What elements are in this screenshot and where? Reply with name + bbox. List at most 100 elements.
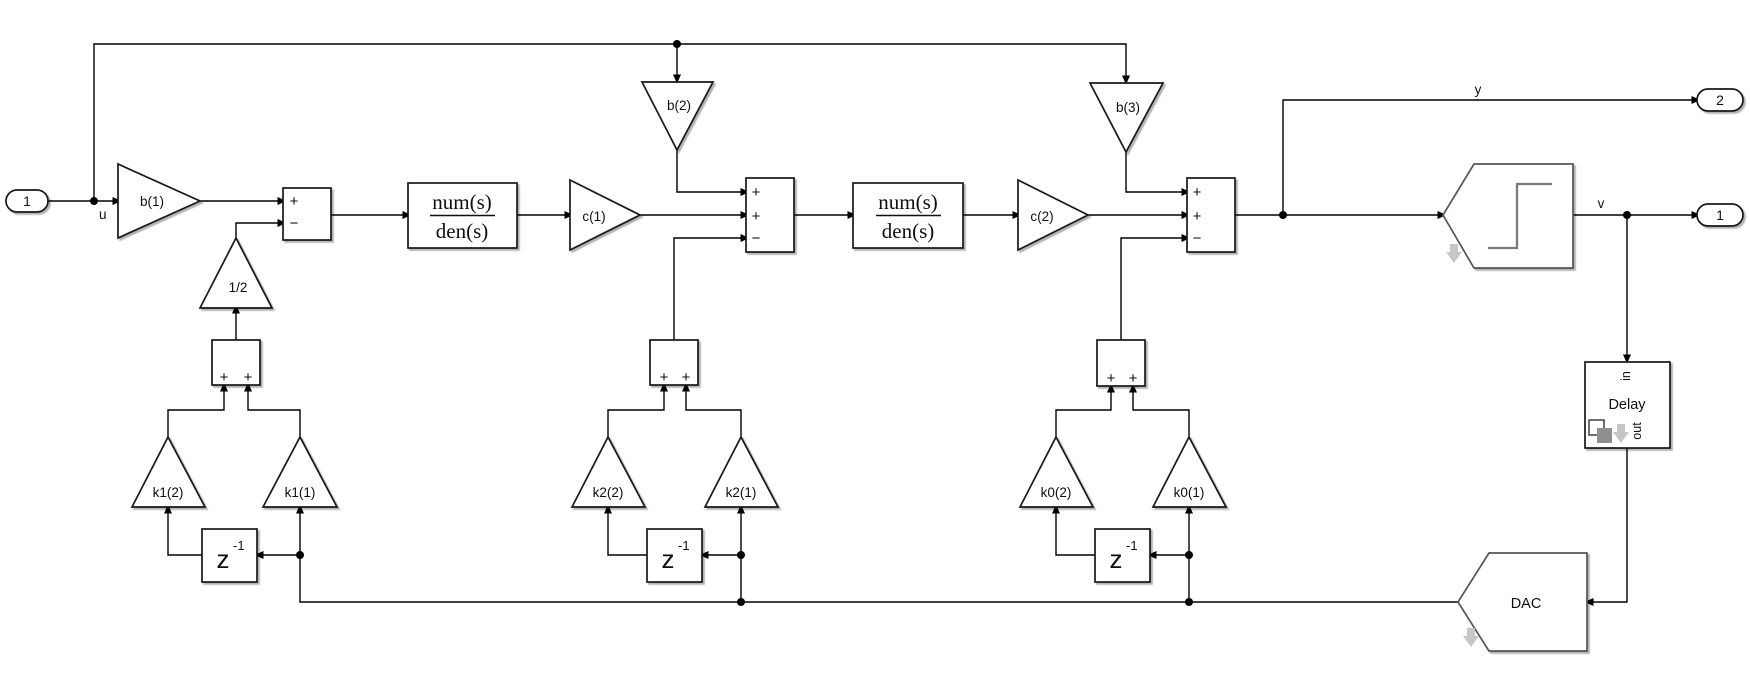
gain-k1-1[interactable]: k1(1) bbox=[261, 435, 339, 508]
transfer-fcn-2-num: num(s) bbox=[878, 190, 938, 214]
wire-delay-to-dac[interactable] bbox=[1584, 448, 1628, 606]
feedback-sum-2-plus2: + bbox=[682, 369, 691, 386]
feedback-sum-1[interactable]: + + bbox=[211, 339, 261, 386]
wire-b2-to-sum2-plus[interactable] bbox=[676, 150, 750, 196]
delay-out-port-label: out bbox=[1630, 422, 1644, 440]
gain-b3-label: b(3) bbox=[1116, 100, 1140, 115]
wire-z1-to-k12[interactable] bbox=[164, 504, 202, 556]
gain-half-label: 1/2 bbox=[229, 280, 248, 295]
sum-3[interactable]: + + − bbox=[1186, 177, 1236, 253]
wire-dac-feedback-bus[interactable] bbox=[296, 504, 1458, 603]
wire-k11-to-fsum1[interactable] bbox=[244, 382, 301, 437]
unit-delay-2-sup: -1 bbox=[678, 538, 690, 553]
sum-1[interactable]: + − bbox=[282, 187, 332, 241]
gain-b2[interactable]: b(2) bbox=[640, 81, 715, 152]
transfer-fcn-2[interactable]: num(s) den(s) bbox=[852, 182, 964, 249]
output-port-1-label: 1 bbox=[1716, 207, 1724, 223]
wire-k22-to-fsum2[interactable] bbox=[607, 382, 668, 437]
gain-c1[interactable]: c(1) bbox=[569, 178, 642, 252]
branch-dot-top bbox=[673, 40, 681, 48]
wire-y-branch-to-out2[interactable] bbox=[1282, 96, 1701, 215]
wire-u-feedforward-to-b3[interactable] bbox=[93, 43, 1130, 201]
unit-delay-1-sup: -1 bbox=[233, 538, 245, 553]
signal-label-v: v bbox=[1598, 196, 1605, 211]
sum-2[interactable]: + + − bbox=[745, 177, 795, 253]
branch-dot-y bbox=[1279, 211, 1287, 219]
feedback-sum-2-plus1: + bbox=[660, 369, 669, 386]
gain-k2-1[interactable]: k2(1) bbox=[703, 435, 780, 508]
sum-1-plus: + bbox=[290, 193, 299, 210]
feedback-sum-3[interactable]: + + bbox=[1096, 339, 1146, 387]
sum-3-plus2: + bbox=[1193, 208, 1202, 225]
unit-delay-1[interactable]: z -1 bbox=[201, 528, 258, 583]
output-port-2[interactable]: 2 bbox=[1696, 88, 1744, 112]
signal-label-u: u bbox=[99, 207, 107, 222]
overlap-squares-fill-icon bbox=[1597, 428, 1612, 443]
unit-delay-2[interactable]: z -1 bbox=[646, 528, 703, 583]
transfer-fcn-1-num: num(s) bbox=[432, 190, 492, 214]
sum-1-minus: − bbox=[290, 215, 299, 232]
gain-k0-1[interactable]: k0(1) bbox=[1151, 435, 1228, 508]
branch-dot-z3 bbox=[1185, 551, 1193, 559]
gain-half[interactable]: 1/2 bbox=[198, 236, 274, 309]
gain-k0-1-label: k0(1) bbox=[1174, 485, 1205, 500]
sum-3-minus: − bbox=[1193, 230, 1202, 247]
wires bbox=[48, 43, 1701, 606]
wire-fsum3-to-sum3-minus[interactable] bbox=[1120, 234, 1191, 340]
gain-k0-2-label: k0(2) bbox=[1041, 485, 1072, 500]
branch-dot-v bbox=[1623, 211, 1631, 219]
sum-2-plus2: + bbox=[752, 208, 761, 225]
unit-delay-3[interactable]: z -1 bbox=[1094, 528, 1151, 583]
wire-half-to-sum1-minus[interactable] bbox=[235, 219, 287, 238]
branch-dot-bus-3 bbox=[1185, 598, 1193, 606]
wire-fsum2-to-sum2-minus[interactable] bbox=[673, 234, 750, 340]
down-arrow-badge-icon bbox=[1613, 424, 1629, 443]
feedback-sum-1-plus2: + bbox=[244, 369, 253, 386]
down-arrow-badge-icon bbox=[1446, 244, 1462, 263]
input-port-1-label: 1 bbox=[23, 193, 31, 209]
gain-k1-1-label: k1(1) bbox=[285, 485, 316, 500]
wire-k01-to-fsum3[interactable] bbox=[1129, 383, 1190, 437]
gain-k2-2[interactable]: k2(2) bbox=[570, 435, 647, 508]
wire-k21-to-fsum2[interactable] bbox=[682, 382, 742, 437]
gain-k1-2-label: k1(2) bbox=[153, 485, 184, 500]
delay-in-port-label: in bbox=[1619, 371, 1633, 381]
dac-block[interactable]: DAC bbox=[1456, 552, 1588, 652]
branch-dot-bus-2 bbox=[737, 598, 745, 606]
sum-2-minus: − bbox=[752, 230, 761, 247]
gain-k0-2[interactable]: k0(2) bbox=[1018, 435, 1095, 508]
unit-delay-3-sup: -1 bbox=[1126, 538, 1138, 553]
quantizer-block[interactable] bbox=[1442, 163, 1574, 269]
signal-label-y: y bbox=[1475, 82, 1482, 97]
gain-c1-label: c(1) bbox=[582, 209, 605, 224]
gain-b3[interactable]: b(3) bbox=[1088, 82, 1165, 154]
gain-b1[interactable]: b(1) bbox=[117, 162, 203, 240]
transfer-fcn-1-den: den(s) bbox=[436, 219, 488, 243]
dac-label: DAC bbox=[1511, 596, 1542, 612]
delay-block[interactable]: in Delay out bbox=[1584, 361, 1671, 449]
branch-dots bbox=[90, 40, 1631, 606]
gain-c2-label: c(2) bbox=[1030, 209, 1053, 224]
wire-z3-to-k02[interactable] bbox=[1052, 504, 1095, 556]
output-port-2-label: 2 bbox=[1716, 92, 1724, 108]
wire-k12-to-fsum1[interactable] bbox=[167, 382, 228, 437]
wire-b3-to-sum3-plus[interactable] bbox=[1125, 152, 1191, 196]
wire-k02-to-fsum3[interactable] bbox=[1055, 383, 1115, 437]
feedback-sum-2[interactable]: + + bbox=[649, 339, 699, 386]
branch-dot-z2 bbox=[737, 551, 745, 559]
gain-k2-1-label: k2(1) bbox=[726, 485, 757, 500]
input-port-1[interactable]: 1 bbox=[5, 189, 49, 213]
transfer-fcn-1[interactable]: num(s) den(s) bbox=[407, 182, 518, 249]
wire-z2-to-k22[interactable] bbox=[604, 504, 647, 556]
unit-delay-2-base: z bbox=[662, 544, 675, 574]
gain-k1-2[interactable]: k1(2) bbox=[130, 435, 207, 508]
gain-c2[interactable]: c(2) bbox=[1017, 178, 1090, 252]
gain-k2-2-label: k2(2) bbox=[593, 485, 624, 500]
output-port-1[interactable]: 1 bbox=[1696, 203, 1744, 227]
gain-b1-label: b(1) bbox=[140, 194, 164, 209]
branch-dot-z1 bbox=[296, 551, 304, 559]
step-glyph-icon bbox=[1488, 182, 1552, 250]
sum-2-plus1: + bbox=[752, 184, 761, 201]
unit-delay-1-base: z bbox=[217, 544, 230, 574]
